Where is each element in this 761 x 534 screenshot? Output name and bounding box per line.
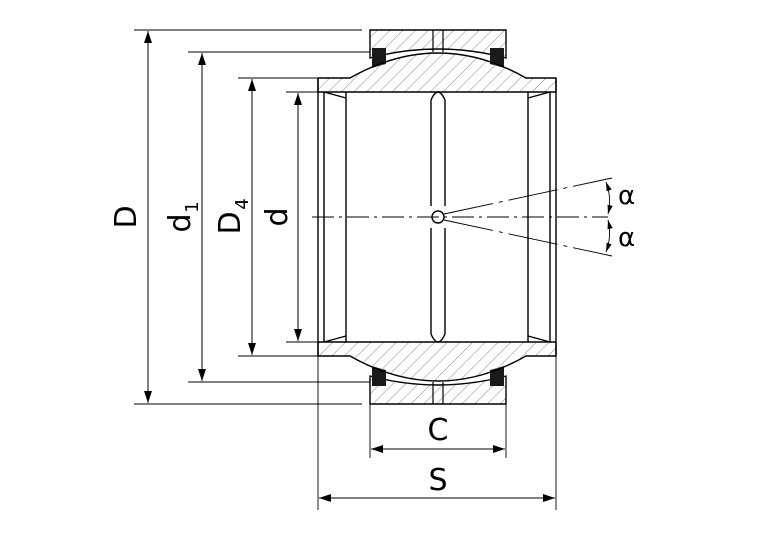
lubrication-groove	[430, 91, 446, 343]
label-d1-main: d	[163, 213, 198, 232]
label-alpha-lower: α	[618, 223, 635, 253]
dimension-lines	[144, 31, 555, 502]
inner-ring-bottom-section	[317, 341, 557, 382]
label-d: d	[260, 207, 295, 226]
label-D4-subscript: 4	[232, 198, 253, 209]
inner-ring-top-section	[317, 52, 557, 93]
tilt-angle-lines	[443, 177, 613, 257]
label-d1: d 1	[163, 201, 203, 232]
label-d1-subscript: 1	[182, 201, 203, 212]
label-D4-main: D	[213, 211, 248, 234]
label-D4: D 4	[213, 198, 253, 234]
label-D: D	[109, 205, 144, 228]
extension-lines	[134, 29, 557, 510]
label-S: S	[428, 463, 447, 498]
label-C: C	[428, 413, 449, 448]
label-alpha-upper: α	[618, 181, 635, 211]
